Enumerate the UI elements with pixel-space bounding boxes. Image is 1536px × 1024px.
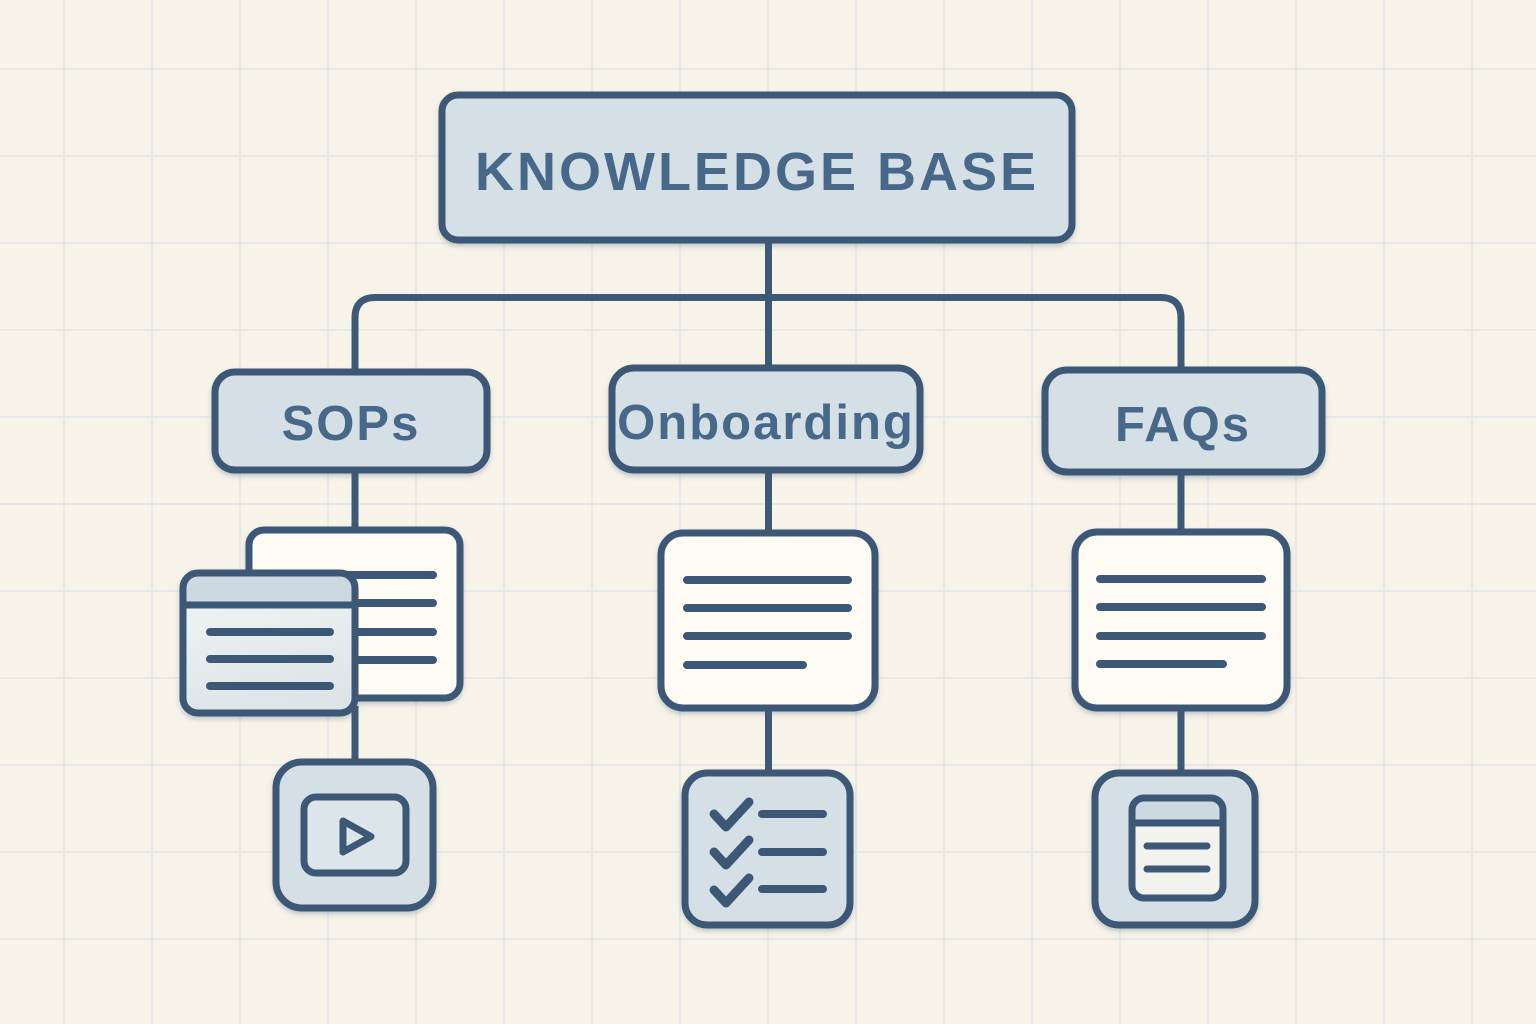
node-onboarding: Onboarding xyxy=(608,364,924,474)
sops-label: SOPs xyxy=(282,397,421,451)
node-faqs: FAQs xyxy=(1041,366,1326,476)
note-card-icon xyxy=(1091,769,1259,929)
play-icon xyxy=(339,817,375,856)
sops-box xyxy=(211,368,491,474)
node-sops: SOPs xyxy=(211,368,491,474)
note-card-header-band xyxy=(1132,798,1223,823)
front-card-header-band xyxy=(183,573,355,605)
checklist-text-lines xyxy=(758,810,827,893)
document-stack-icon xyxy=(179,526,464,717)
node-faqs-document xyxy=(1071,528,1291,712)
knowledge-base-label: KNOWLEDGE BASE xyxy=(475,142,1039,202)
document-front-card-icon xyxy=(179,569,359,717)
node-knowledge-base: KNOWLEDGE BASE xyxy=(438,91,1076,244)
front-card-border xyxy=(179,569,359,717)
front-card-text-lines xyxy=(206,628,334,690)
note-card-border xyxy=(1128,794,1227,902)
checkmarks xyxy=(709,797,754,908)
connector-branch-rail xyxy=(351,294,1185,374)
node-onboarding-document xyxy=(657,529,879,712)
faqs-box xyxy=(1041,366,1326,476)
document-lines-icon xyxy=(1096,575,1266,668)
document-lines-icon xyxy=(683,576,852,669)
connectors xyxy=(351,240,1185,777)
onboarding-label: Onboarding xyxy=(617,396,915,450)
note-card-text-lines xyxy=(1143,842,1211,873)
video-player-icon xyxy=(272,758,437,912)
onboarding-document-body xyxy=(657,529,879,712)
knowledge-base-box xyxy=(438,91,1076,244)
faqs-label: FAQs xyxy=(1115,398,1251,452)
checklist-icon xyxy=(681,769,854,929)
faqs-document-body xyxy=(1071,528,1291,712)
video-screen xyxy=(300,793,410,877)
onboarding-box xyxy=(608,364,924,474)
